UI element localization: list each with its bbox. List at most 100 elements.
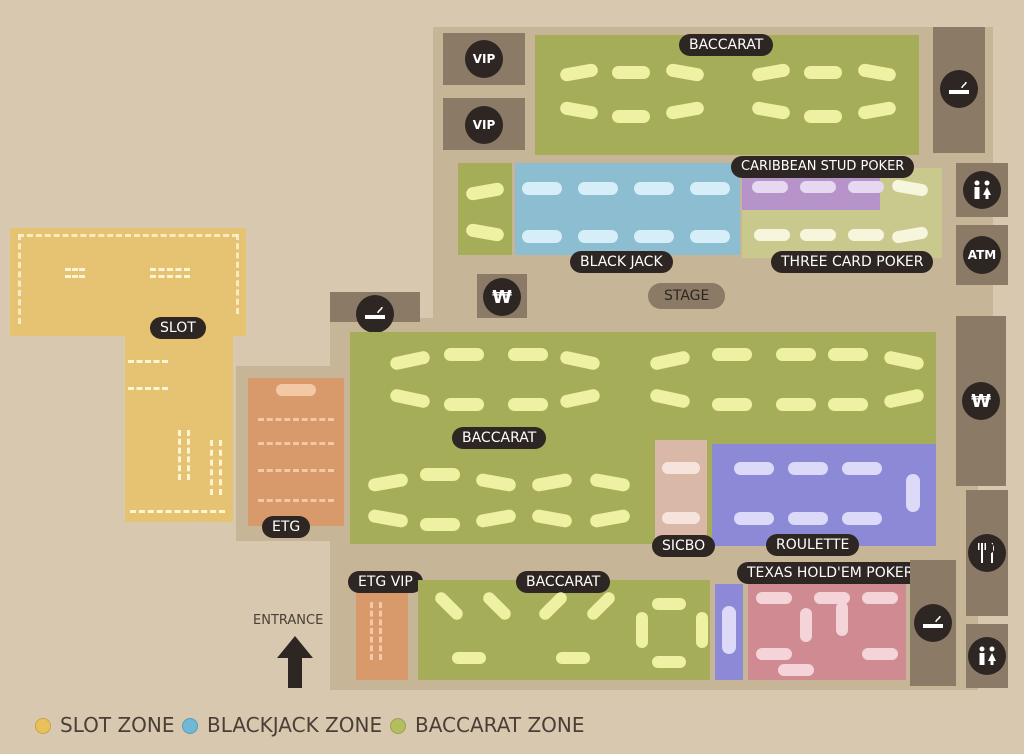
table-pill	[444, 398, 484, 411]
table-pill	[756, 648, 792, 660]
blackjack-label: BLACK JACK	[570, 251, 673, 273]
table-pill	[778, 664, 814, 676]
slot-zone-lower[interactable]	[125, 312, 233, 522]
table-pill	[712, 398, 752, 411]
table-pill	[662, 462, 700, 474]
table-pill	[800, 229, 836, 241]
etg-table	[276, 384, 316, 396]
texas-holdem-label: TEXAS HOLD'EM POKER	[737, 562, 924, 584]
vip-icon[interactable]: VIP	[465, 40, 503, 78]
table-pill	[804, 66, 842, 79]
restroom-icon[interactable]	[963, 171, 1001, 209]
baccarat-top-label: BACCARAT	[679, 34, 774, 56]
etg-machines	[258, 442, 334, 472]
table-pill	[662, 512, 700, 524]
won-icon[interactable]: ₩	[483, 278, 521, 316]
slot-machines	[18, 234, 21, 324]
roulette-zone[interactable]	[712, 444, 936, 546]
slot-machines	[128, 360, 168, 390]
slot-machines	[65, 268, 85, 278]
restroom-icon[interactable]	[968, 637, 1006, 675]
three-card-label: THREE CARD POKER	[771, 251, 934, 273]
baccarat-zone-small[interactable]	[458, 163, 512, 255]
restaurant-icon[interactable]	[968, 534, 1006, 572]
table-pill	[776, 398, 816, 411]
table-pill	[578, 182, 618, 195]
table-pill	[788, 462, 828, 475]
table-pill	[452, 652, 486, 664]
atm-icon[interactable]: ATM	[963, 236, 1001, 274]
table-pill	[722, 606, 736, 654]
baccarat-zone-legend-dot	[390, 718, 406, 734]
table-pill	[788, 512, 828, 525]
sicbo-zone[interactable]	[655, 440, 707, 540]
slot-zone-legend-label: SLOT ZONE	[60, 713, 175, 737]
table-pill	[828, 348, 868, 361]
table-pill	[508, 398, 548, 411]
table-pill	[612, 110, 650, 123]
entrance-label: ENTRANCE	[253, 613, 324, 628]
table-pill	[734, 512, 774, 525]
sicbo-label: SICBO	[652, 535, 716, 557]
table-pill	[522, 182, 562, 195]
table-pill	[800, 181, 836, 193]
table-pill	[836, 602, 848, 636]
table-pill	[612, 66, 650, 79]
slot-label: SLOT	[150, 317, 206, 339]
blackjack-zone-legend-dot	[182, 718, 198, 734]
slot-zone-legend-dot	[35, 718, 51, 734]
etg-vip-label: ETG VIP	[348, 571, 423, 593]
smoking-icon[interactable]	[356, 295, 394, 333]
table-pill	[522, 230, 562, 243]
table-pill	[800, 608, 812, 642]
table-pill	[804, 110, 842, 123]
baccarat-bottom-label: BACCARAT	[516, 571, 611, 593]
table-pill	[754, 229, 790, 241]
table-pill	[652, 656, 686, 668]
table-pill	[842, 462, 882, 475]
vip-icon[interactable]: VIP	[465, 106, 503, 144]
stage-label[interactable]: STAGE	[648, 283, 726, 309]
etg-machines	[258, 418, 334, 502]
table-pill	[634, 182, 674, 195]
table-pill	[690, 230, 730, 243]
table-pill	[862, 648, 898, 660]
table-pill	[634, 230, 674, 243]
etg-vip-zone[interactable]	[356, 592, 408, 680]
slot-machines	[178, 430, 190, 480]
table-pill	[508, 348, 548, 361]
table-pill	[862, 592, 898, 604]
smoking-icon[interactable]	[940, 70, 978, 108]
slot-machines	[236, 234, 239, 314]
table-pill	[848, 229, 884, 241]
table-pill	[636, 612, 648, 648]
slot-machines	[210, 440, 222, 495]
table-pill	[752, 181, 788, 193]
table-pill	[444, 348, 484, 361]
table-pill	[420, 468, 460, 481]
table-pill	[814, 592, 850, 604]
slot-machines	[18, 234, 238, 237]
slot-machines	[130, 510, 225, 513]
table-pill	[828, 398, 868, 411]
blackjack-zone-legend-label: BLACKJACK ZONE	[207, 713, 383, 737]
roulette-label: ROULETTE	[766, 534, 860, 556]
table-pill	[906, 474, 920, 512]
caribbean-stud-label: CARIBBEAN STUD POKER	[731, 156, 915, 178]
table-pill	[848, 181, 884, 193]
baccarat-main-label: BACCARAT	[452, 427, 547, 449]
table-pill	[712, 348, 752, 361]
won-icon[interactable]: ₩	[962, 382, 1000, 420]
table-pill	[578, 230, 618, 243]
etg-vip-machines	[370, 602, 382, 660]
etg-label: ETG	[262, 516, 311, 538]
table-pill	[734, 462, 774, 475]
table-pill	[776, 348, 816, 361]
table-pill	[842, 512, 882, 525]
arrow-up-icon[interactable]	[275, 634, 315, 694]
slot-machines	[150, 268, 190, 278]
table-pill	[696, 612, 708, 648]
baccarat-zone-legend-label: BACCARAT ZONE	[415, 713, 585, 737]
smoking-icon[interactable]	[914, 604, 952, 642]
table-pill	[420, 518, 460, 531]
